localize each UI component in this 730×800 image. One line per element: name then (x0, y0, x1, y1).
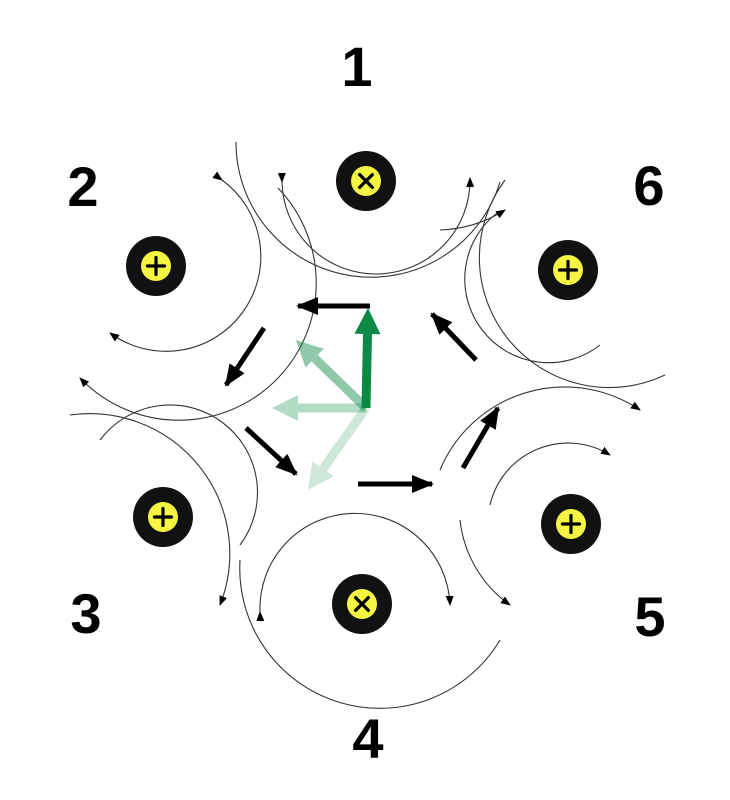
slot-label-1: 1 (341, 35, 372, 98)
field-vectors (223, 297, 501, 493)
field-vector-arrow (430, 312, 478, 362)
conductor-4 (332, 574, 392, 634)
conductors (126, 151, 601, 634)
resultant-vector-previous (272, 395, 366, 421)
field-line (109, 171, 262, 352)
field-line (478, 179, 666, 389)
field-line (277, 172, 475, 275)
slot-label-5: 5 (634, 585, 665, 648)
resultant-vector-previous (296, 340, 370, 412)
conductor-6 (538, 240, 598, 300)
field-vector-arrow (460, 406, 501, 470)
field-line (489, 442, 611, 506)
conductor-2 (126, 236, 186, 296)
field-line (464, 212, 601, 364)
field-vector-arrow (244, 426, 298, 476)
slot-label-6: 6 (633, 154, 664, 217)
field-line (439, 386, 641, 471)
field-vector-arrow (223, 326, 267, 387)
current-out-of-page-icon (145, 255, 167, 277)
slot-label-4: 4 (352, 707, 383, 770)
field-line (69, 413, 231, 606)
current-out-of-page-icon (152, 506, 174, 528)
current-into-page-icon (358, 173, 374, 189)
field-line (239, 559, 501, 709)
slot-label-2: 2 (67, 155, 98, 218)
resultant-vectors (272, 308, 381, 490)
field-line (99, 404, 259, 546)
current-into-page-icon (354, 596, 370, 612)
slot-label-3: 3 (70, 582, 101, 645)
field-line (459, 519, 511, 606)
field-line (79, 187, 317, 421)
slot-labels: 1 2 3 4 5 6 (67, 35, 665, 770)
conductor-1 (336, 151, 396, 211)
conductor-5 (541, 494, 601, 554)
conductor-3 (133, 487, 193, 547)
field-lines (69, 141, 666, 709)
field-line (256, 512, 454, 622)
field-line (439, 209, 506, 231)
resultant-vector (354, 308, 381, 409)
current-out-of-page-icon (560, 513, 582, 535)
field-line (235, 141, 501, 278)
current-out-of-page-icon (557, 259, 579, 281)
resultant-vector-previous (308, 405, 370, 490)
